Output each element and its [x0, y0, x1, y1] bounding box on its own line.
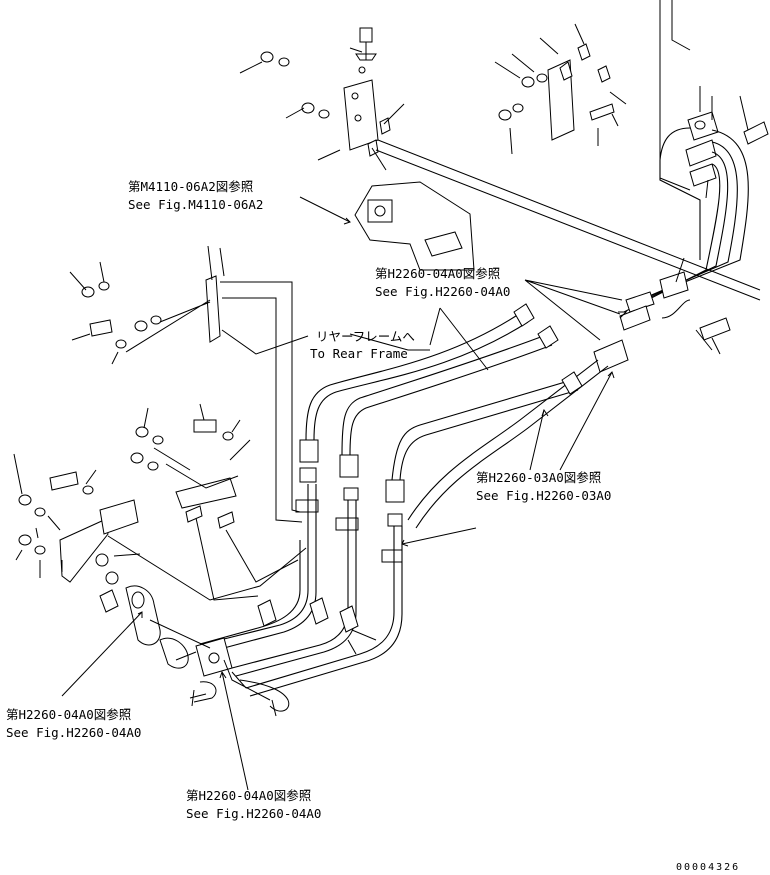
ref-h2260-03-en: See Fig.H2260-03A0 [476, 488, 612, 503]
right-tube-bundle [623, 0, 749, 313]
ref-m4110-en: See Fig.M4110-06A2 [128, 197, 264, 212]
drawing-number: 00004326 [676, 862, 741, 873]
ref-h2260-04-left-jp: 第H2260-04A0図参照 [6, 707, 132, 722]
lower-mid-brackets [130, 403, 299, 601]
right-valve-bracket [494, 23, 627, 155]
right-couplings [593, 257, 731, 373]
lower-flange [125, 585, 290, 717]
ref-h2260-04-bottom-en: See Fig.H2260-04A0 [186, 806, 322, 821]
upper-bracket-assembly [239, 27, 761, 301]
ref-h2260-04-left-en: See Fig.H2260-04A0 [6, 725, 142, 740]
right-connector-block [685, 86, 769, 199]
ref-m4110-jp: 第M4110-06A2図参照 [128, 179, 254, 194]
main-hoses [305, 311, 609, 529]
rear-frame-en: To Rear Frame [310, 346, 408, 361]
mid-left-bracket [69, 245, 309, 523]
frame-bracket-plate [299, 181, 475, 271]
ref-h2260-04-bottom-jp: 第H2260-04A0図参照 [186, 788, 312, 803]
ref-h2260-04-top-jp: 第H2260-04A0図参照 [375, 266, 501, 281]
lower-pipe-bundle [199, 484, 403, 697]
rear-frame-jp: リヤーフレームへ [316, 329, 415, 344]
hose-fittings [295, 303, 583, 563]
ref-h2260-04-top-en: See Fig.H2260-04A0 [375, 284, 511, 299]
lower-left-bracket [13, 453, 307, 613]
leader-lines [61, 279, 628, 791]
ref-h2260-03-jp: 第H2260-03A0図参照 [476, 470, 602, 485]
